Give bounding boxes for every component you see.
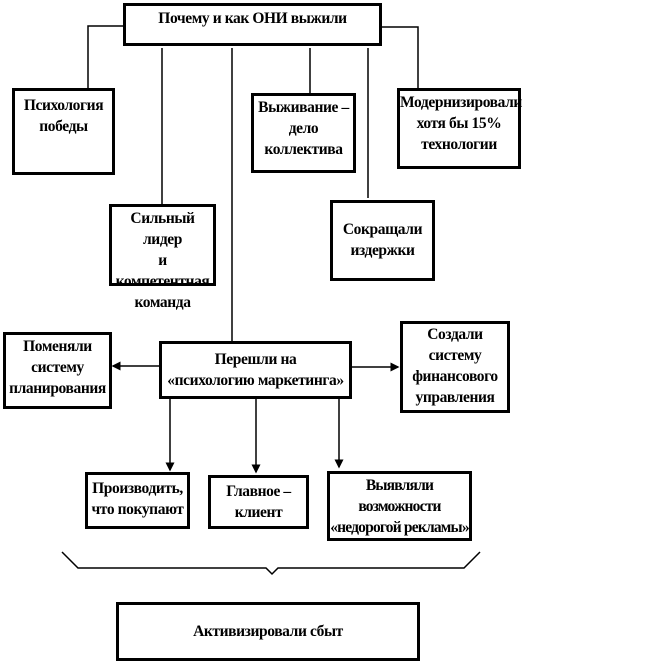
factor-collective-box: Выживание – дело коллектива xyxy=(251,93,356,173)
factor-label: Выживание – дело коллектива xyxy=(258,99,349,158)
connector-psychology xyxy=(87,25,123,88)
title-box: Почему и как ОНИ выжили xyxy=(123,3,382,46)
center-label: Перешли на «психологию маркетинга» xyxy=(167,351,344,389)
side-finance-box: Создали систему финансового управления xyxy=(400,321,510,413)
factor-psychology-box: Психология победы xyxy=(12,88,115,175)
bottom-advertising-box: Выявляли возможности «недорогой рекламы» xyxy=(327,471,472,541)
bottom-client-box: Главное – клиент xyxy=(208,475,309,529)
connector-modernize xyxy=(382,26,419,88)
bottom-produce-box: Производить, что покупают xyxy=(85,472,190,529)
curly-brace xyxy=(61,551,481,576)
factor-modernize-box: Модернизировали хотя бы 15% технологии xyxy=(397,88,522,169)
factor-label: Сильный лидер и компетентная команда xyxy=(115,210,210,311)
factor-leader-box: Сильный лидер и компетентная команда xyxy=(109,204,216,311)
title-text: Почему и как ОНИ выжили xyxy=(158,10,347,27)
factor-costs-box: Сокращали издержки xyxy=(330,200,435,281)
result-box: Активизировали сбыт xyxy=(116,602,420,661)
result-label: Активизировали сбыт xyxy=(193,623,343,640)
side-planning-box: Поменяли систему планирования xyxy=(3,332,112,409)
factor-label: Сокращали издержки xyxy=(342,221,423,259)
side-label: Создали систему финансового управления xyxy=(412,326,498,406)
bottom-label: Выявляли возможности «недорогой рекламы» xyxy=(330,477,469,536)
center-marketing-box: Перешли на «психологию маркетинга» xyxy=(159,341,352,399)
bottom-label: Главное – клиент xyxy=(226,483,291,521)
factor-label: Психология победы xyxy=(23,97,104,135)
factor-label: Модернизировали хотя бы 15% технологии xyxy=(400,94,522,153)
bottom-label: Производить, что покупают xyxy=(91,480,184,518)
side-label: Поменяли систему планирования xyxy=(9,338,106,397)
